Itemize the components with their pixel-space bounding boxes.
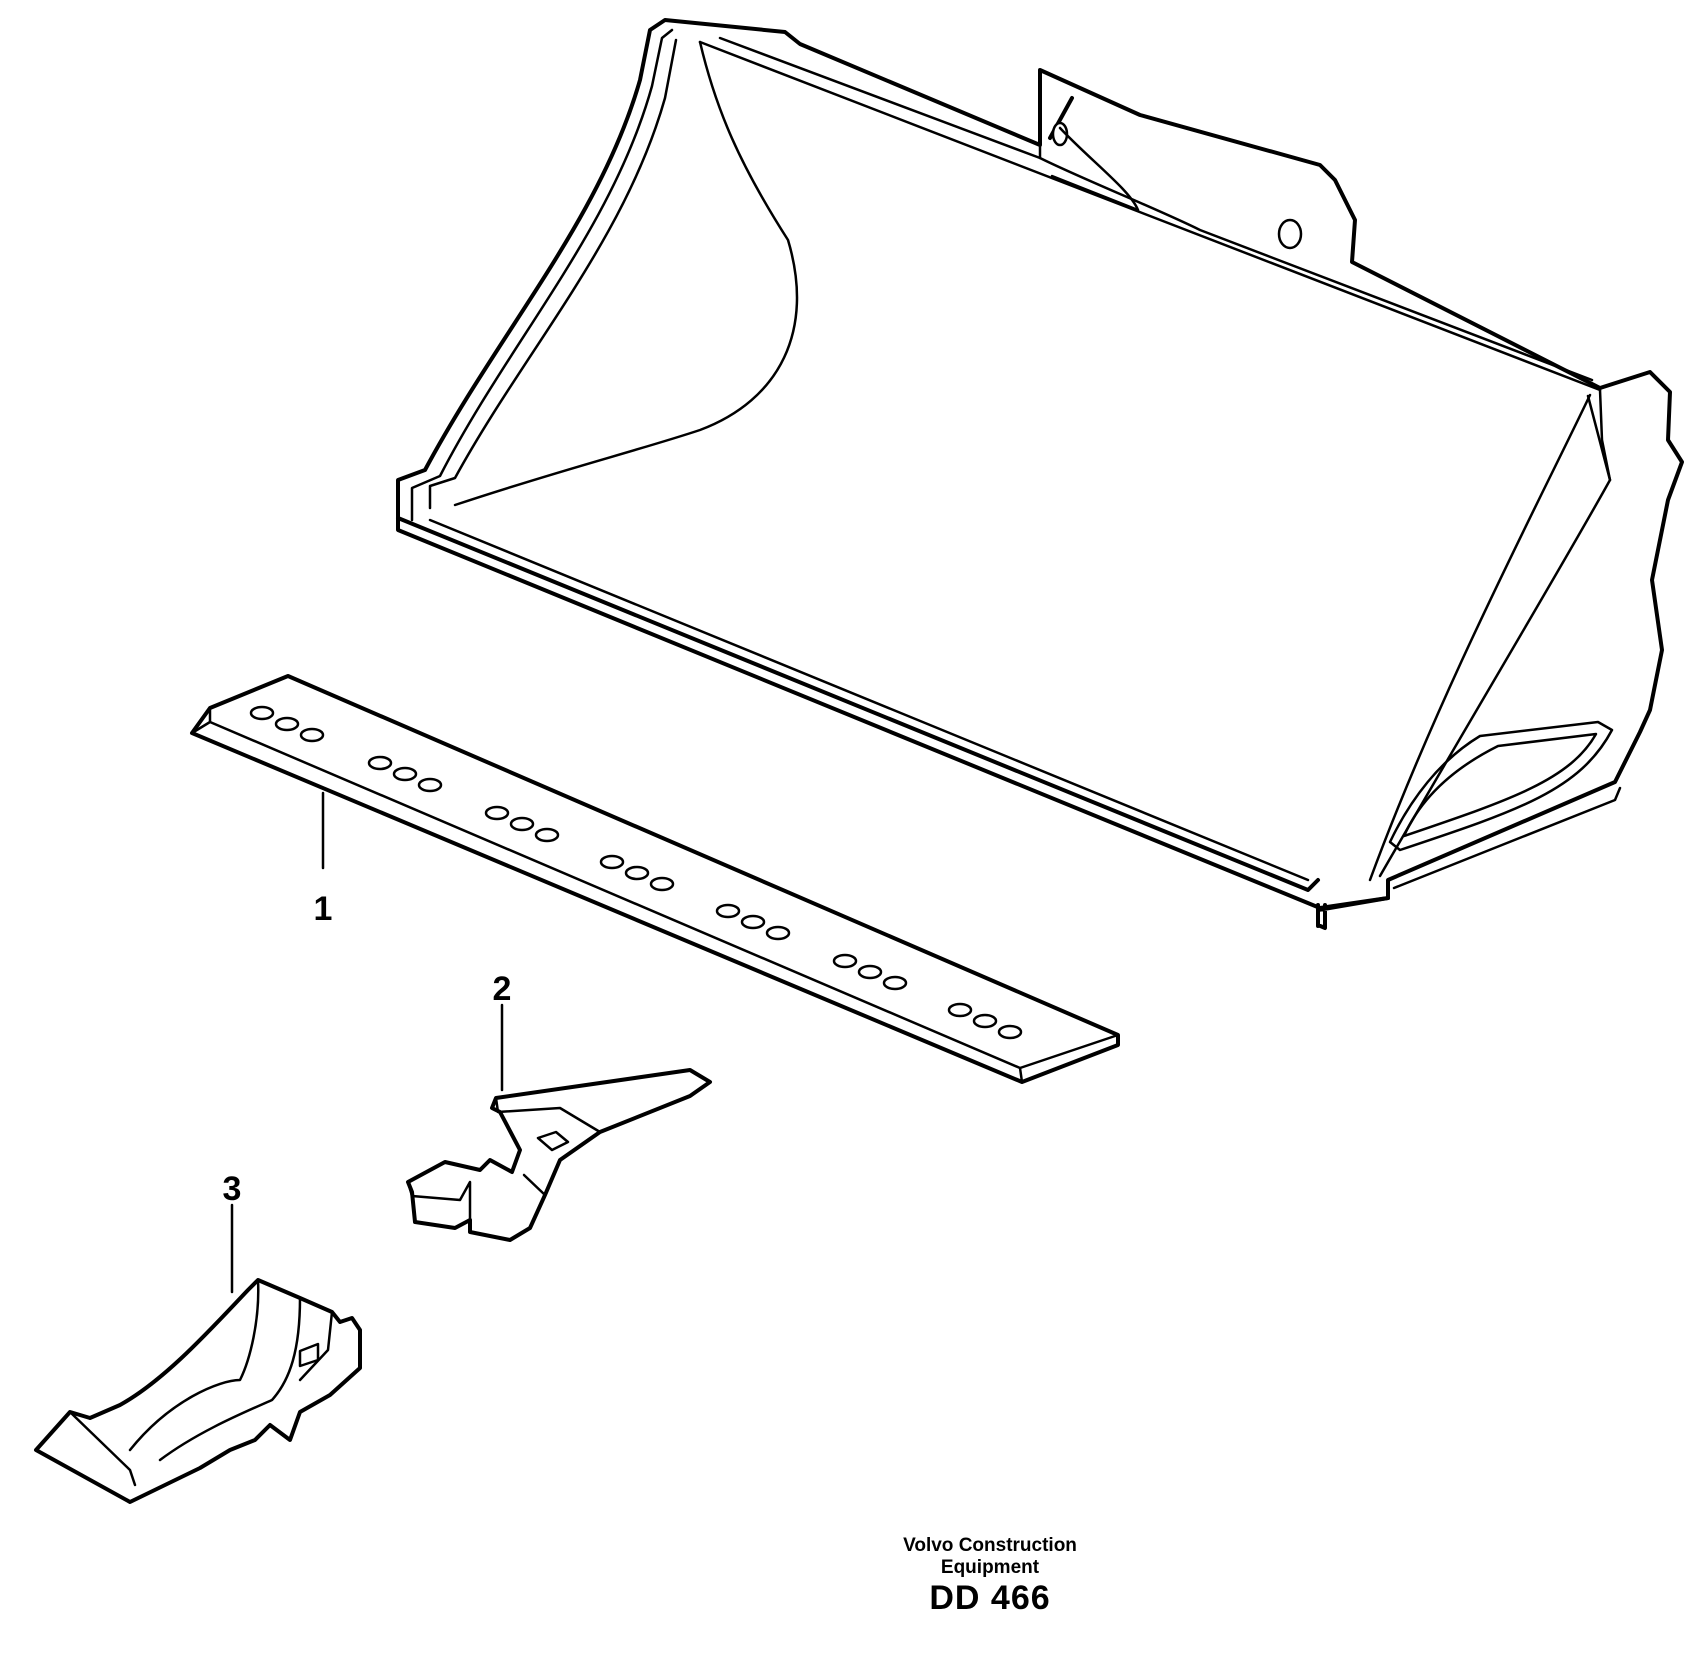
footer-company-line1: Volvo Construction bbox=[903, 1535, 1077, 1556]
cutting-edge-illustration bbox=[190, 674, 1120, 1084]
tooth-adapter-illustration bbox=[406, 1003, 712, 1242]
bolt-holes bbox=[249, 705, 1023, 1040]
footer-company-line2: Equipment bbox=[940, 1557, 1040, 1578]
bucket-illustration bbox=[396, 18, 1684, 930]
tooth-tip-illustration bbox=[34, 1203, 362, 1504]
footer-company: Volvo Construction Equipment bbox=[860, 1535, 1120, 1579]
callout-2: 2 bbox=[493, 970, 512, 1008]
drawing-code: DD 466 bbox=[929, 1579, 1051, 1617]
callout-3: 3 bbox=[223, 1170, 242, 1208]
callout-1: 1 bbox=[314, 890, 333, 928]
